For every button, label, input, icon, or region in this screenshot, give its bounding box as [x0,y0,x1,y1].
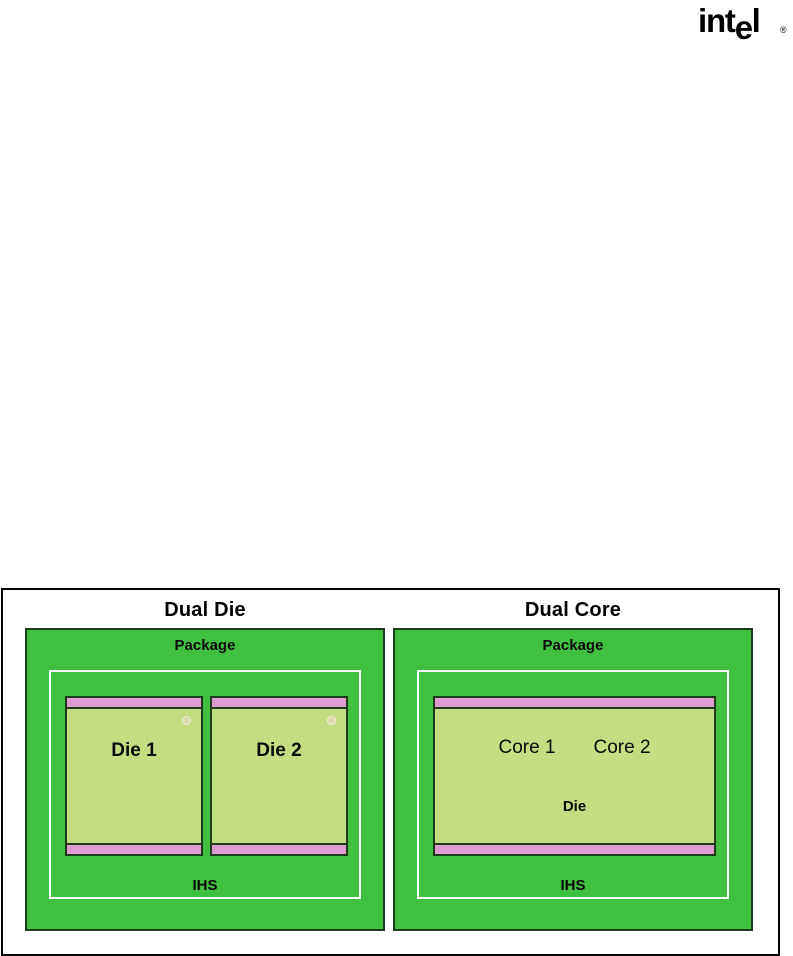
package-box-dual-die: Package IHS Die 1 Die 2 [25,628,385,931]
intel-logo: intel ® [698,2,790,44]
package-label: Package [542,637,604,654]
logo-text-l: l [751,2,761,39]
ihs-border-dual-core [417,670,729,899]
ihs-border-dual-die [49,670,361,899]
die-bottom-bar [212,843,346,854]
ihs-label: IHS [560,877,586,894]
die-block-2: Die 2 [210,696,348,856]
die-top-bar [212,698,346,709]
panel-title-dual-core: Dual Core [524,599,622,621]
registered-trademark-icon: ® [780,25,787,35]
die-block-1: Die 1 [65,696,203,856]
logo-dropped-e: e [734,9,753,46]
package-label: Package [174,637,236,654]
die-top-bar [67,698,201,709]
die-marker-dot-icon [327,716,336,725]
die-marker-dot-icon [182,716,191,725]
die-block-single: Core 1 Core 2 Die [433,696,716,856]
die-bottom-bar [67,843,201,854]
core-row: Core 1 Core 2 [435,736,714,760]
die-bottom-bar [435,843,714,854]
figure-frame: Dual Die Package IHS Die 1 Die 2 Dual Co… [1,588,780,956]
package-box-dual-core: Package IHS Core 1 Core 2 Die [393,628,753,931]
die-top-bar [435,698,714,709]
die-label-1: Die 1 [111,740,157,761]
die-label-2: Die 2 [256,740,302,761]
die-label: Die [562,798,587,815]
core-label-2: Core 2 [593,737,651,758]
panel-title-dual-die: Dual Die [164,599,246,621]
panel-dual-die: Dual Die Package IHS Die 1 Die 2 [25,598,385,931]
panel-dual-core: Dual Core Package IHS Core 1 Core 2 Die [393,598,753,931]
core-label-1: Core 1 [498,737,556,758]
ihs-label: IHS [192,877,218,894]
logo-text-int: int [698,2,736,39]
intel-wordmark: intel [698,2,761,44]
